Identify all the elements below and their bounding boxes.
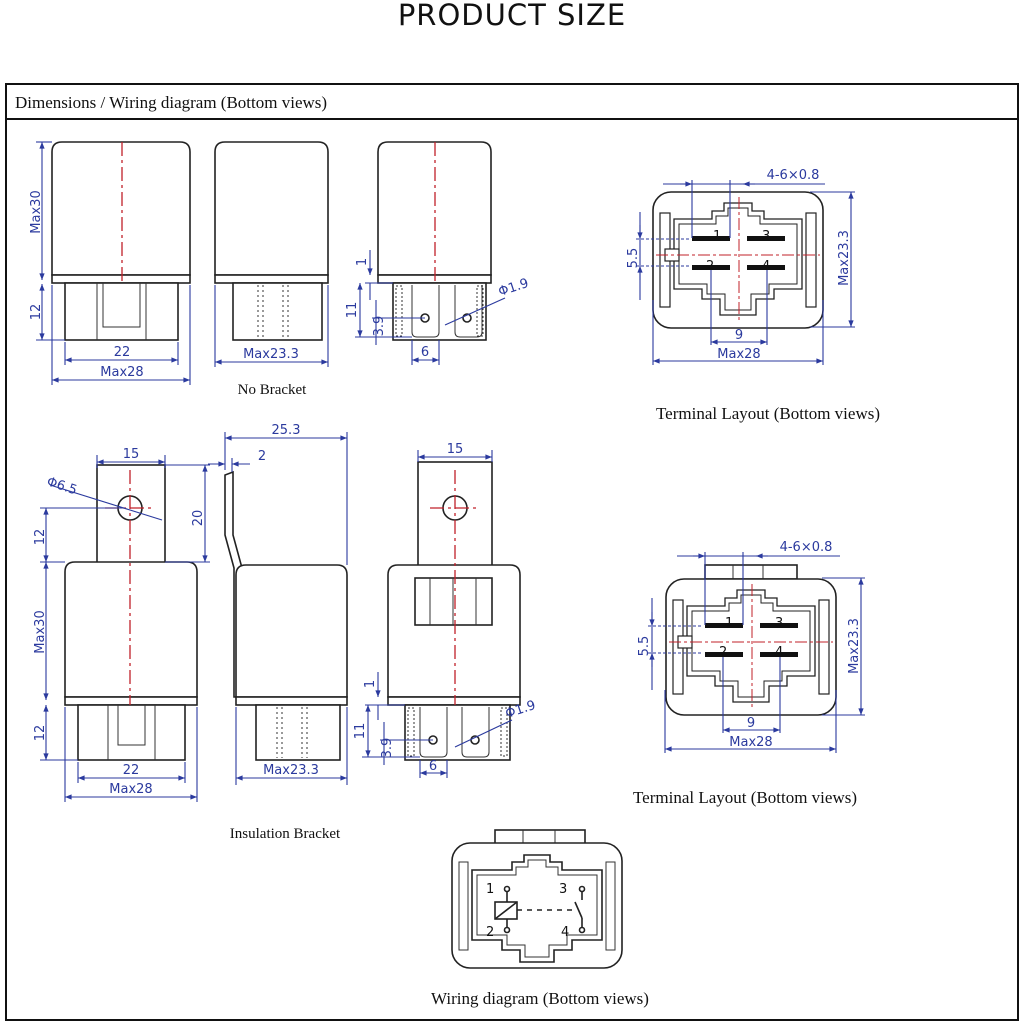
terminal_layouts-0-pitch_h-label: 9	[735, 328, 743, 343]
outer-frame	[5, 83, 1019, 1021]
insulation_bracket-side-width-label: Max23.3	[263, 763, 319, 778]
terminal_layouts-1-pitch_h-label: 9	[747, 716, 755, 731]
header-title: Dimensions / Wiring diagram (Bottom view…	[15, 93, 327, 112]
terminal_layouts-0-pins-1-label: 2	[706, 259, 714, 274]
no_bracket-terminal_side-spacing-label: 6	[421, 345, 429, 360]
caption-insulation-bracket: Insulation Bracket	[230, 826, 341, 842]
no_bracket-front-height-label: Max30	[29, 190, 44, 233]
relay-side-view	[214, 141, 329, 341]
switch-contact-icon	[574, 901, 583, 919]
terminal_layouts-0-pins-2-label: 3	[762, 229, 770, 244]
terminal_layouts-1-pin_size-label: 4-6×0.8	[780, 540, 833, 555]
terminal_layouts-0-width-label: Max28	[717, 347, 760, 362]
terminal_layouts-1-pins-1-label: 2	[719, 645, 727, 660]
dimensions-front: Max30 12 22 Max28	[29, 141, 191, 385]
terminal_layouts-1-pins-3-label: 4	[775, 645, 783, 660]
insulation_bracket-terminal_side-hole_offset-label: 3.9	[380, 738, 395, 759]
no_bracket-front-inner_width-label: 22	[114, 345, 131, 360]
terminal_layouts-0-height-label: Max23.3	[837, 230, 852, 286]
dimensions-bracket-side: 25.3 2 Max23.3	[208, 423, 348, 785]
terminal_layouts-0-pins-3-label: 4	[762, 259, 770, 274]
insulation_bracket-front-bracket_offset-label: 12	[33, 529, 48, 546]
terminal_layouts-1-width-label: Max28	[729, 735, 772, 750]
caption-terminal-layout-2: Terminal Layout (Bottom views)	[633, 788, 857, 807]
relay-bracket-front-view	[64, 464, 198, 761]
insulation_bracket-side-depth-label: 25.3	[272, 423, 301, 438]
relay-terminal-view	[377, 141, 492, 341]
wiring-pins-1-label: 2	[486, 925, 494, 940]
terminal-layout-1: 1 2 3 4 4-6×0.8 5.5 Max23.3 9 Max28	[626, 168, 855, 365]
insulation_bracket-terminal_side-height-label: 11	[353, 723, 368, 740]
terminal_layouts-1-height-label: Max23.3	[847, 618, 862, 674]
page-title: PRODUCT SIZE	[397, 0, 627, 32]
terminal_layouts-1-pins-0-label: 1	[725, 616, 733, 631]
no_bracket-terminal_side-hole_dia-label: Φ1.9	[497, 276, 531, 300]
insulation_bracket-terminal_side-gap-label: 1	[363, 680, 378, 688]
terminal_layouts-0-pin_size-label: 4-6×0.8	[767, 168, 820, 183]
wiring-pins-2-label: 3	[559, 882, 567, 897]
no_bracket-terminal_side-gap-label: 1	[355, 258, 370, 266]
terminal_layouts-1-pitch_v-label: 5.5	[637, 636, 652, 657]
insulation_bracket-front-bracket_width-label: 15	[123, 447, 140, 462]
insulation_bracket-front-hole_dia-label: Φ6.5	[45, 475, 79, 499]
no_bracket-front-width-label: Max28	[100, 365, 143, 380]
insulation_bracket-front-width-label: Max28	[109, 782, 152, 797]
relay-front-view	[51, 141, 191, 341]
terminal_layouts-0-pins-0-label: 1	[713, 229, 721, 244]
terminal_layouts-0-pitch_v-label: 5.5	[626, 248, 641, 269]
terminal-layout-2: 1 2 3 4 4-6×0.8 5.5 Max23.3 9 Max28	[637, 540, 865, 753]
no_bracket-terminal_side-hole_offset-label: 3.9	[372, 316, 387, 337]
caption-terminal-layout-1: Terminal Layout (Bottom views)	[656, 404, 880, 423]
relay-bracket-side-view	[224, 470, 348, 761]
relay-bracket-terminal-view	[387, 461, 521, 761]
no_bracket-side-width-label: Max23.3	[243, 347, 299, 362]
wiring-pins-0-label: 1	[486, 882, 494, 897]
dimensions-side: Max23.3	[214, 285, 329, 367]
insulation_bracket-side-thickness-label: 2	[258, 449, 266, 464]
insulation_bracket-front-base_height-label: 12	[33, 725, 48, 742]
terminal_layouts-1-pins-2-label: 3	[775, 616, 783, 631]
caption-no-bracket: No Bracket	[238, 382, 308, 398]
caption-wiring-diagram: Wiring diagram (Bottom views)	[431, 989, 649, 1008]
insulation_bracket-terminal_side-spacing-label: 6	[429, 759, 437, 774]
no_bracket-terminal_side-height-label: 11	[345, 302, 360, 319]
insulation_bracket-front-height-label: Max30	[33, 610, 48, 653]
insulation_bracket-front-bracket_height-label: 20	[191, 510, 206, 527]
wiring-diagram: 1 2 3 4	[451, 829, 623, 969]
insulation_bracket-front-inner_width-label: 22	[123, 763, 140, 778]
dimensions-bracket-terminal: 15 1 11 3.9 6 Φ1.9	[353, 442, 538, 778]
no_bracket-front-base_height-label: 12	[29, 304, 44, 321]
wiring-pins-3-label: 4	[561, 925, 569, 940]
insulation_bracket-terminal_side-bracket_width-label: 15	[447, 442, 464, 457]
